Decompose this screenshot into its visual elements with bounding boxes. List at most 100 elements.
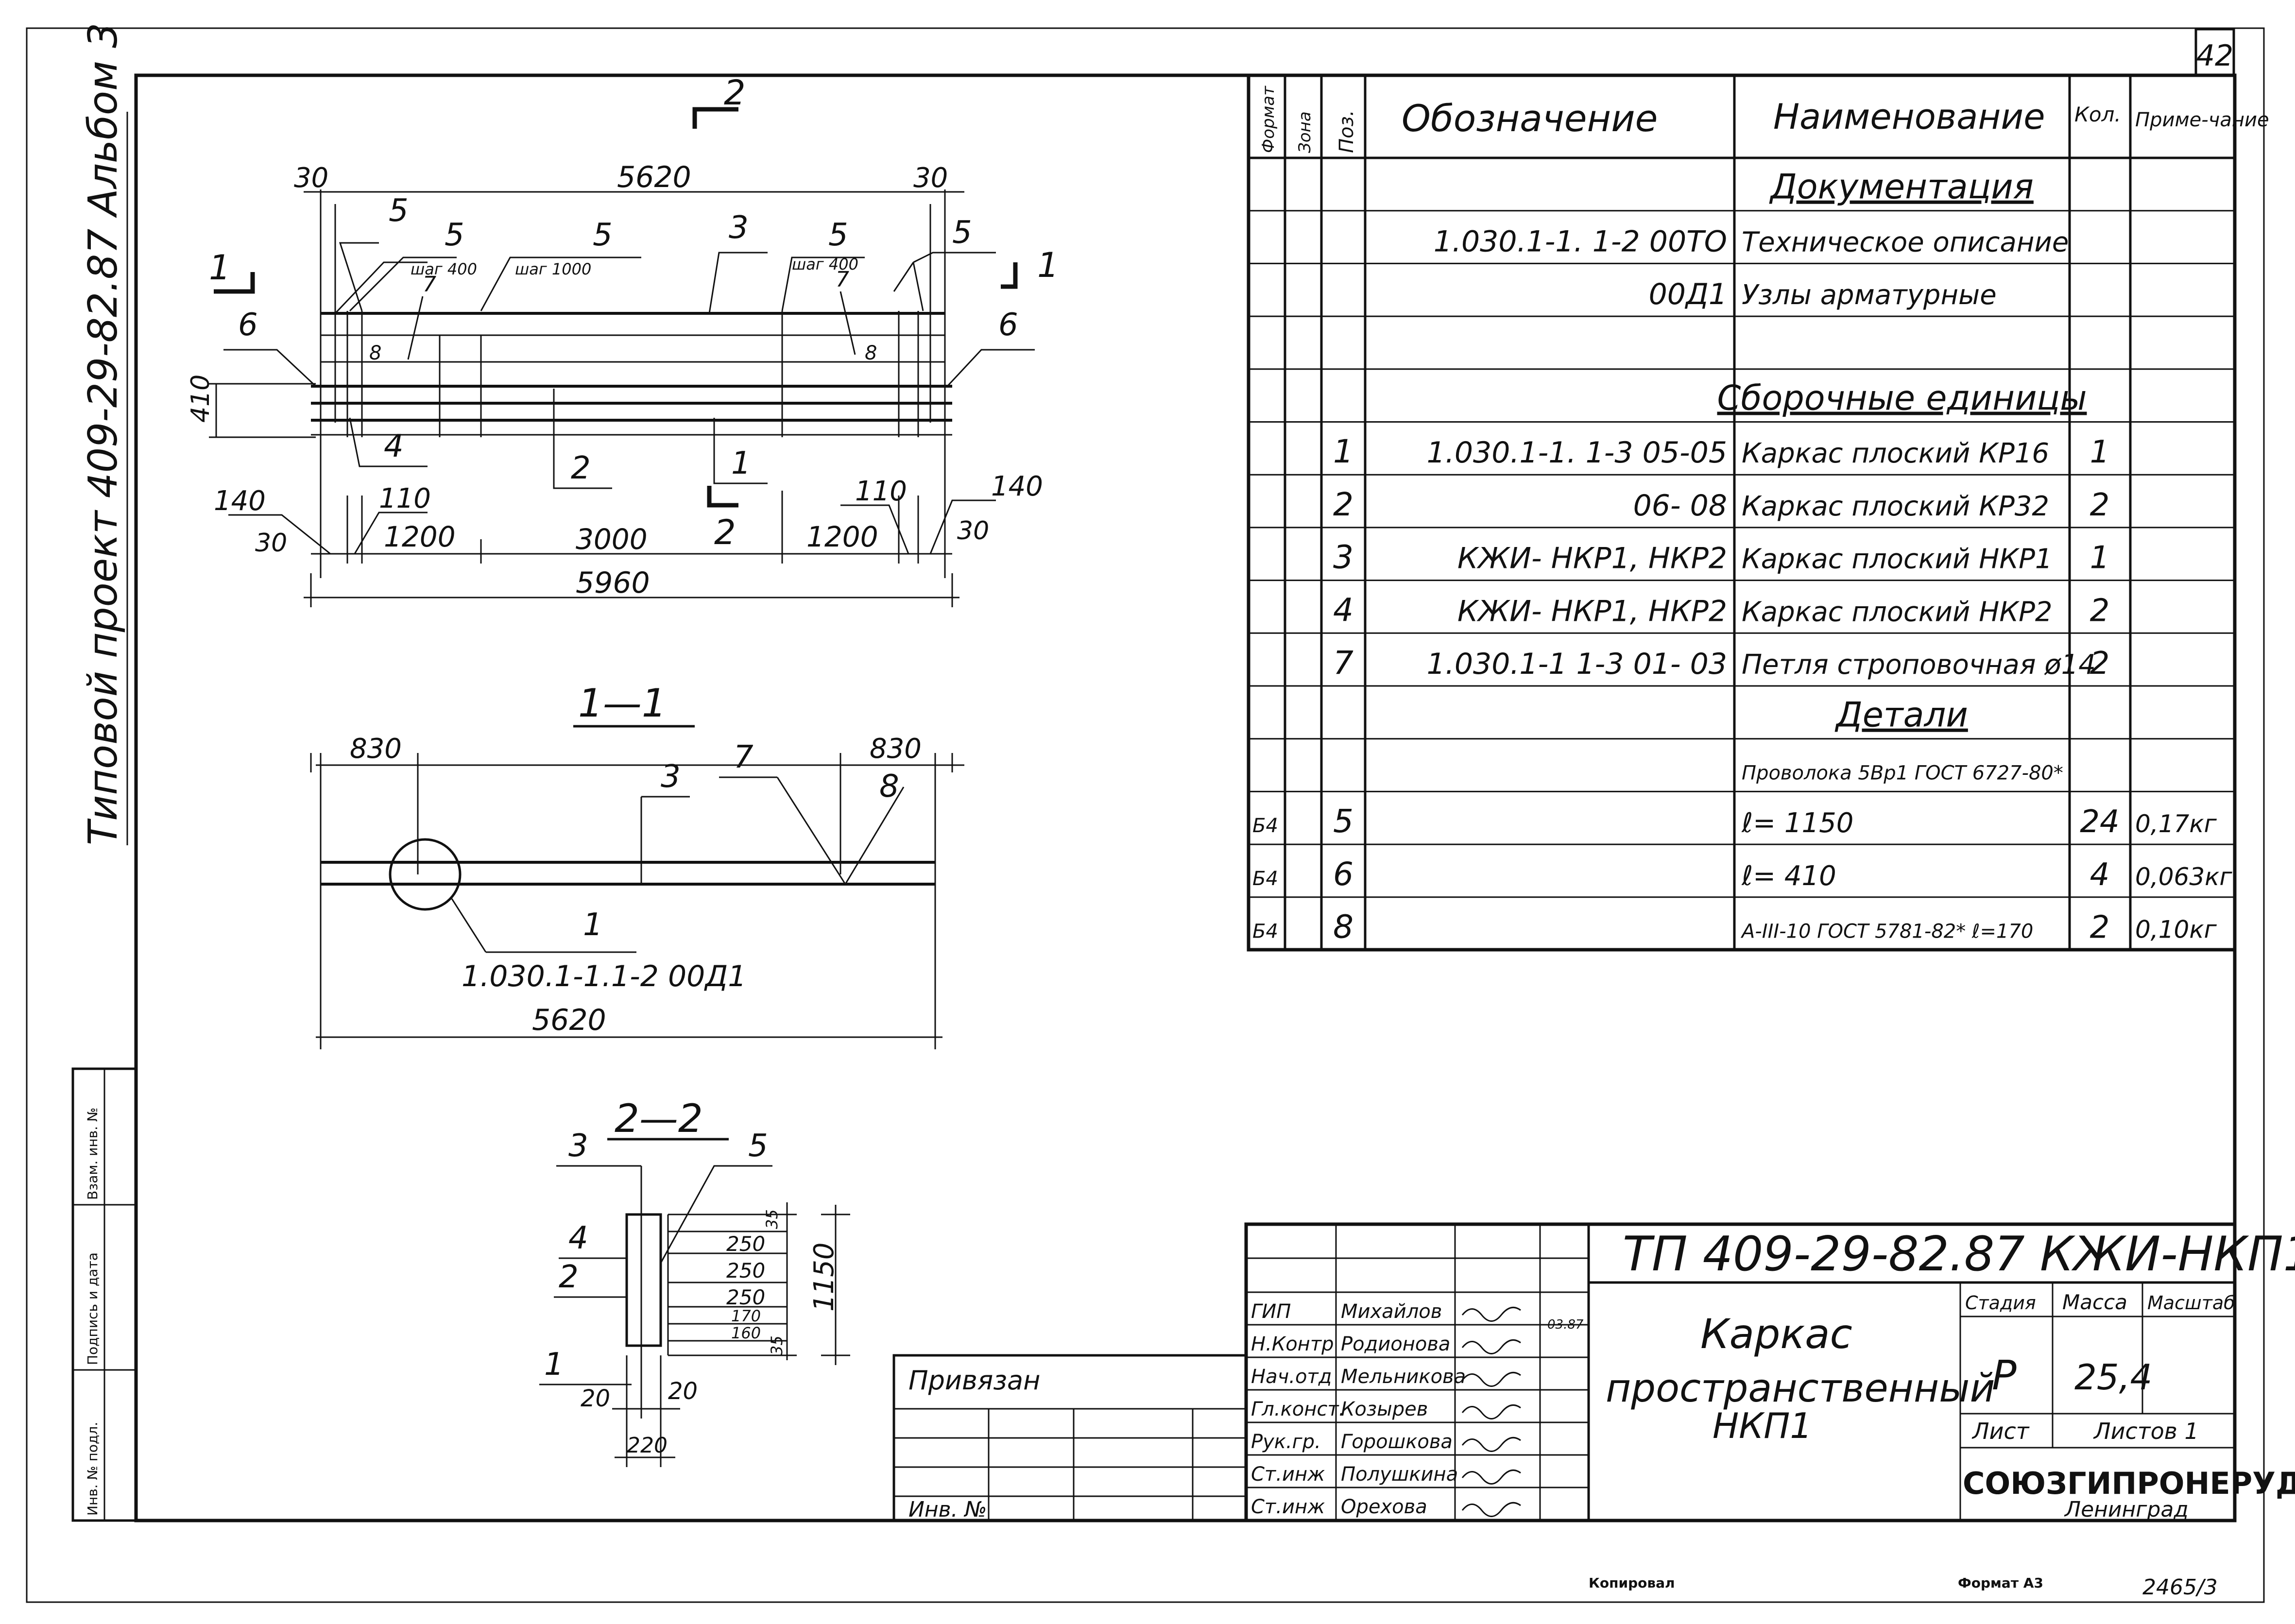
- spec-header-zone: Зона: [1295, 111, 1315, 153]
- signature-mark: [1461, 1371, 1521, 1387]
- spec-cell-note: 0,17кг: [2135, 810, 2217, 838]
- sec22-frame: [625, 1213, 662, 1347]
- dim-span-1200-left: 1200: [384, 520, 456, 553]
- stamp-cell-swap: Взам. инв. №: [85, 1108, 101, 1200]
- spec-cell-qty: 2: [2090, 646, 2110, 682]
- stamp-cell-orig: Инв. № подл.: [85, 1422, 101, 1516]
- title-stage-header: Стадия: [1965, 1292, 2036, 1314]
- spec-cell-designation: 06- 08: [1633, 489, 1727, 523]
- sec22-width: 220: [627, 1433, 668, 1458]
- role-name: Мельникова: [1341, 1366, 1466, 1388]
- role-title: Ст.инж: [1251, 1463, 1325, 1486]
- role-name: Полушкина: [1341, 1463, 1458, 1486]
- title-block: ТП 409-29-82.87 КЖИ-НКП1 Стадия Масса Ма…: [1244, 1222, 2295, 1522]
- title-mass-header: Масса: [2062, 1290, 2127, 1314]
- sec22-w-right: 20: [668, 1378, 698, 1405]
- title-city: Ленинград: [2064, 1497, 2189, 1522]
- title-scale-header: Масштаб: [2147, 1292, 2235, 1314]
- left-stamp: Взам. инв. № Подпись и дата Инв. № подл.: [71, 1067, 137, 1522]
- plan-label-1: 1: [731, 445, 751, 481]
- format-note: Формат А3: [1958, 1575, 2043, 1591]
- dim-span-1200-right: 1200: [806, 520, 878, 553]
- binding-block: Привязан Инв. №: [892, 1354, 1248, 1522]
- archive-number: 2465/3: [2142, 1575, 2218, 1600]
- plan-label-5d: 5: [828, 217, 848, 253]
- spec-cell-designation: КЖИ- НКР1, НКР2: [1457, 594, 1727, 628]
- plan-view: 2 2 1 1 5: [186, 73, 1059, 607]
- spec-cell-name: Петля строповочная ø14: [1742, 649, 2096, 681]
- spec-cell-note: 0,063кг: [2135, 863, 2232, 891]
- sec22-dim-6: 35: [768, 1335, 786, 1355]
- binding-inv: Инв. №: [908, 1497, 987, 1522]
- album-title: Типовой проект 409-29-82.87 Альбом 3: [80, 23, 126, 845]
- sheet-number: 42: [2196, 39, 2233, 73]
- dim-left-110: 110: [379, 483, 431, 514]
- dim-left-30: 30: [294, 162, 328, 194]
- spec-cell-fmt: Б4: [1252, 815, 1278, 837]
- spec-cell-name: ℓ= 1150: [1741, 807, 1853, 839]
- spec-cell-fmt: Б4: [1252, 868, 1278, 890]
- sec11-dim-left: 830: [350, 733, 402, 765]
- plan-label-5a: 5: [389, 193, 409, 229]
- sec11-label-1: 1: [583, 907, 603, 943]
- spec-cell-pos: 1: [1333, 433, 1353, 470]
- title-sheet-label: Лист: [1971, 1418, 2030, 1444]
- sec22-w-left: 20: [581, 1385, 610, 1412]
- spec-table: Формат Зона Поз. Обозначение Наименовани…: [1247, 73, 2269, 952]
- sec11-dim-right: 830: [870, 733, 922, 765]
- title-item-l3: НКП1: [1713, 1405, 1812, 1446]
- spec-cell-name: Детали: [1834, 695, 1968, 735]
- spec-cell-name: А-III-10 ГОСТ 5781-82* ℓ=170: [1740, 921, 2033, 943]
- title-sheets-label: Листов 1: [2093, 1418, 2199, 1444]
- cut-1-mark-right: 1: [1037, 245, 1059, 285]
- spec-cell-pos: 7: [1333, 644, 1353, 682]
- title-item-l2: пространственный: [1606, 1366, 1995, 1411]
- title-org: СОЮЗГИПРОНЕРУД: [1963, 1466, 2295, 1501]
- sec11-label-7: 7: [734, 739, 754, 775]
- dim-overall-top: 5620: [617, 160, 691, 194]
- copied-note: Копировал: [1589, 1575, 1675, 1591]
- spec-cell-name: Каркас плоский КР16: [1742, 438, 2049, 469]
- sec22-label-5: 5: [748, 1128, 768, 1164]
- section-2-marker-bottom: [707, 486, 738, 508]
- spec-header-pos: Поз.: [1336, 110, 1358, 153]
- spec-cell-designation: 00Д1: [1649, 277, 1727, 311]
- spec-cell-name: Каркас плоский КР32: [1742, 491, 2049, 522]
- spec-cell-qty: 1: [2090, 434, 2110, 470]
- spec-cell-note: 0,10кг: [2135, 916, 2217, 944]
- dim-right-140: 140: [991, 471, 1043, 502]
- section-1-1-title: 1—1: [578, 681, 667, 726]
- plan-label-5e: 5: [952, 215, 972, 251]
- sec22-dim-5: 160: [731, 1324, 761, 1342]
- plan-label-2: 2: [571, 450, 591, 486]
- spec-header-format: Формат: [1259, 85, 1278, 153]
- role-title: Нач.отд: [1251, 1366, 1332, 1388]
- sec22-label-1: 1: [544, 1347, 564, 1383]
- dim-overall-bottom: 5960: [576, 566, 650, 600]
- spec-cell-name: Сборочные единицы: [1717, 378, 2087, 418]
- signature-mark: [1461, 1306, 1521, 1322]
- signature-mark: [1461, 1436, 1521, 1452]
- title-code: ТП 409-29-82.87 КЖИ-НКП1: [1623, 1227, 2295, 1282]
- spec-cell-designation: 1.030.1-1 1-3 01- 03: [1427, 647, 1727, 681]
- dim-bot-right-30: 30: [957, 516, 989, 546]
- dim-height-410: 410: [186, 375, 215, 423]
- spec-header-designation: Обозначение: [1402, 97, 1658, 140]
- signature-mark: [1461, 1404, 1521, 1419]
- spec-cell-designation: 1.030.1-1. 1-3 05-05: [1427, 436, 1727, 470]
- spec-cell-designation: КЖИ- НКР1, НКР2: [1457, 542, 1727, 576]
- signature-mark: [1461, 1502, 1521, 1517]
- sec22-dim-3: 250: [726, 1285, 765, 1309]
- role-name: Михайлов: [1341, 1300, 1442, 1323]
- spec-header-qty: Кол.: [2074, 103, 2121, 126]
- spec-cell-pos: 8: [1333, 908, 1353, 946]
- sec22-label-4: 4: [568, 1220, 588, 1256]
- plan-step-400-a: шаг 400: [411, 260, 477, 278]
- plan-label-8a: 8: [369, 342, 381, 364]
- spec-cell-name: Узлы арматурные: [1742, 279, 1997, 311]
- plan-label-5b: 5: [445, 217, 464, 253]
- role-name: Родионова: [1341, 1333, 1450, 1355]
- sec22-height: 1150: [808, 1242, 840, 1312]
